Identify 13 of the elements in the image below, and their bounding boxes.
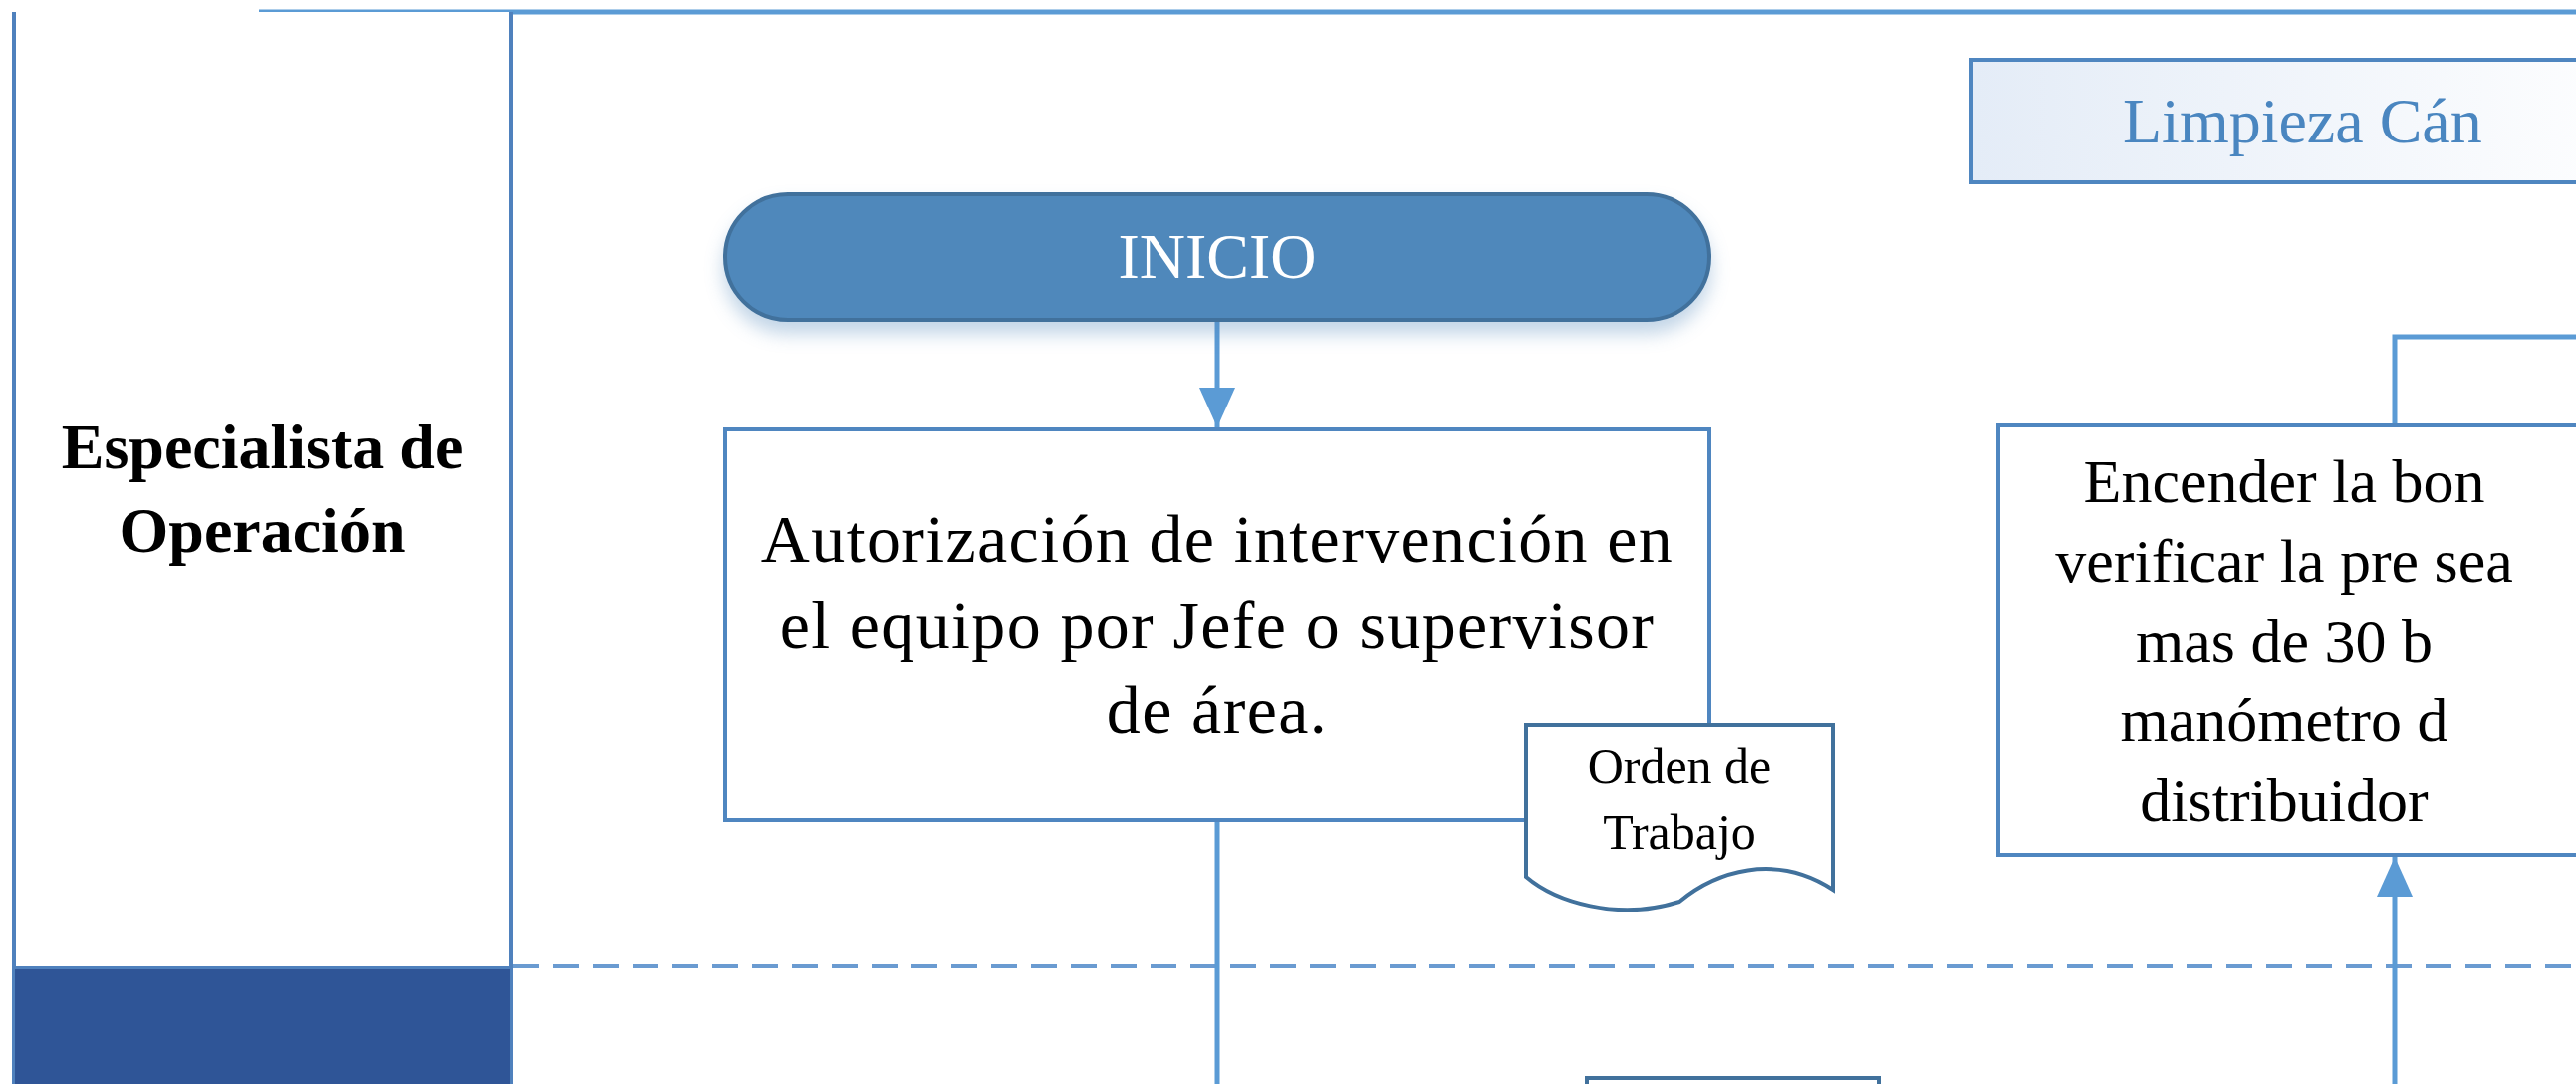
arrow [1199,322,1235,427]
connector-line [1214,822,1220,1084]
lane-header [12,12,513,966]
arrow [2377,857,2413,1084]
lane-header-bar [12,966,513,1084]
process-text: Encender la bon verificar la pre sea mas de 30 b manómetro d distribuidor [2054,445,2514,836]
title-banner [1969,58,2576,184]
lane-title: Especialista de Operación [60,410,465,568]
document-shape [1524,723,1835,912]
process-box [1996,423,2576,857]
start-terminal [723,192,1711,322]
terminal-label: INICIO [1118,225,1317,289]
connector-line [2392,334,2576,423]
